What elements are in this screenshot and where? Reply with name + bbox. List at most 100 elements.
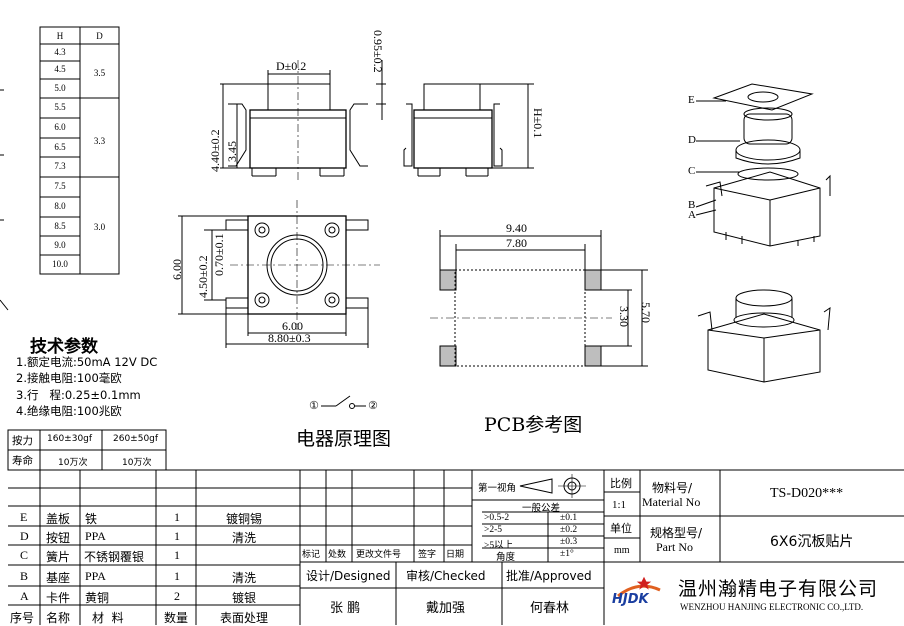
tolerance-title: 一般公差 <box>522 503 561 514</box>
check-label: 审核/Checked <box>406 569 486 583</box>
hd-header-d: D <box>96 31 103 41</box>
hd-h-value: 8.0 <box>54 201 66 211</box>
hd-h-value: 7.3 <box>54 161 66 171</box>
material-no-label: 物料号/ <box>652 481 693 495</box>
hd-h-value: 8.5 <box>54 221 66 231</box>
tol-range: >2-5 <box>484 525 503 535</box>
dim-p780: 7.80 <box>506 236 527 250</box>
bom-header-name: 名称 <box>46 611 71 625</box>
dim-h: H±0.1 <box>531 108 545 139</box>
bom-name: 簧片 <box>46 550 71 564</box>
dim-h440: 4.40±0.2 <box>208 129 222 172</box>
design-label: 设计/Designed <box>306 569 391 583</box>
bom-no: E <box>20 510 28 524</box>
circuit-caption: 电器原理图 <box>296 428 392 450</box>
bom-no: C <box>20 548 29 562</box>
tech-param-line: 3.行 程:0.25±0.1mm <box>16 388 141 402</box>
scale-label: 比例 <box>610 477 632 490</box>
bom-qty: 1 <box>174 529 180 543</box>
tol-value: ±0.3 <box>560 537 578 547</box>
dim-p330: 3.30 <box>617 306 631 327</box>
bom-material: PPA <box>85 569 106 583</box>
hd-h-value: 5.5 <box>54 102 66 112</box>
hd-h-value: 7.5 <box>54 181 66 191</box>
hd-d-value: 3.3 <box>93 136 106 146</box>
hd-d-value: 3.0 <box>93 222 106 232</box>
life-value-2: 10万次 <box>122 458 152 468</box>
circuit-symbol <box>321 395 366 409</box>
part-no-label-en: Part No <box>656 540 693 554</box>
rev-header: 更改文件号 <box>356 550 402 560</box>
top-view <box>178 200 380 348</box>
dim-v600: 6.00 <box>170 259 184 280</box>
unit-value: mm <box>614 545 630 556</box>
hd-d-value: 3.5 <box>93 68 106 78</box>
material-no-label-en: Material No <box>642 495 701 509</box>
bom-qty: 1 <box>174 510 180 524</box>
exploded-label-c: C <box>688 165 696 177</box>
tech-param-line: 2.接触电阻:100毫欧 <box>16 371 122 385</box>
part-no-value: 6X6沉板贴片 <box>770 534 854 550</box>
dim-v070: 0.70±0.1 <box>212 233 226 276</box>
bom-name: 盖板 <box>46 512 71 526</box>
bom-no: D <box>20 529 29 543</box>
frame-ticks <box>0 89 9 311</box>
bom-name: 按钮 <box>46 531 71 545</box>
bom-header-no: 序号 <box>10 611 35 625</box>
exploded-label-b: B <box>688 199 696 211</box>
bom-material: 不锈钢覆银 <box>84 550 145 564</box>
bom-finish: 镀铜锡 <box>226 512 263 526</box>
bom-name: 基座 <box>46 571 71 585</box>
dim-d: D±0.2 <box>276 59 307 73</box>
hd-h-value: 4.5 <box>54 64 66 74</box>
bom-material: PPA <box>85 529 106 543</box>
hd-h-value: 9.0 <box>54 240 66 250</box>
logo-text: HJDK <box>612 592 649 607</box>
hd-h-value: 6.0 <box>54 122 66 132</box>
rev-header: 日期 <box>446 550 465 560</box>
dim-p570: 5.70 <box>639 302 653 323</box>
life-value-1: 10万次 <box>58 458 88 468</box>
company-logo: HJDK <box>610 576 666 612</box>
dim-h095: 0.95±0.2 <box>371 30 385 73</box>
force-value-2: 260±50gf <box>113 434 159 444</box>
bom-no: A <box>20 589 29 603</box>
approver-name: 何春林 <box>530 601 570 616</box>
dim-w880: 8.80±0.3 <box>268 331 311 345</box>
bom-header-qty: 数量 <box>164 611 189 625</box>
bom-header-finish: 表面处理 <box>220 611 269 625</box>
circuit-terminal-1: ① <box>309 399 319 412</box>
tol-range: 角度 <box>496 552 516 563</box>
hd-h-value: 5.0 <box>54 83 66 93</box>
unit-label: 单位 <box>610 522 632 535</box>
tol-range: >0.5-2 <box>484 513 510 523</box>
bom-name: 卡件 <box>46 591 71 605</box>
bom-finish: 清洗 <box>232 531 257 545</box>
tol-range: >5以上 <box>484 541 514 551</box>
exploded-label-a: A <box>688 209 696 221</box>
exploded-label-d: D <box>688 134 696 146</box>
dim-v450: 4.50±0.2 <box>196 255 210 298</box>
bom-qty: 1 <box>174 569 180 583</box>
rev-header: 处数 <box>328 550 347 560</box>
hd-h-value: 4.3 <box>54 47 66 57</box>
tech-param-line: 4.绝缘电阻:100兆欧 <box>16 404 122 418</box>
dim-p940: 9.40 <box>506 221 527 235</box>
bom-qty: 2 <box>174 589 180 603</box>
tol-value: ±0.2 <box>560 525 578 535</box>
hd-h-value: 6.5 <box>54 142 66 152</box>
tol-value: ±0.1 <box>560 513 578 523</box>
exploded-label-e: E <box>688 94 695 106</box>
hd-table-grid <box>39 26 120 275</box>
rev-header: 标记 <box>302 550 321 560</box>
company-name-en: WENZHOU HANJING ELECTRONIC CO.,LTD. <box>680 602 864 612</box>
assembled-view <box>697 289 831 383</box>
view-label: 第一视角 <box>478 483 517 494</box>
front-view <box>220 60 386 180</box>
force-value-1: 160±30gf <box>47 434 93 444</box>
bom-header-material: 材 料 <box>92 611 124 625</box>
pcb-view <box>430 230 648 367</box>
force-label: 按力 <box>12 435 33 447</box>
bom-finish: 镀银 <box>232 591 257 605</box>
